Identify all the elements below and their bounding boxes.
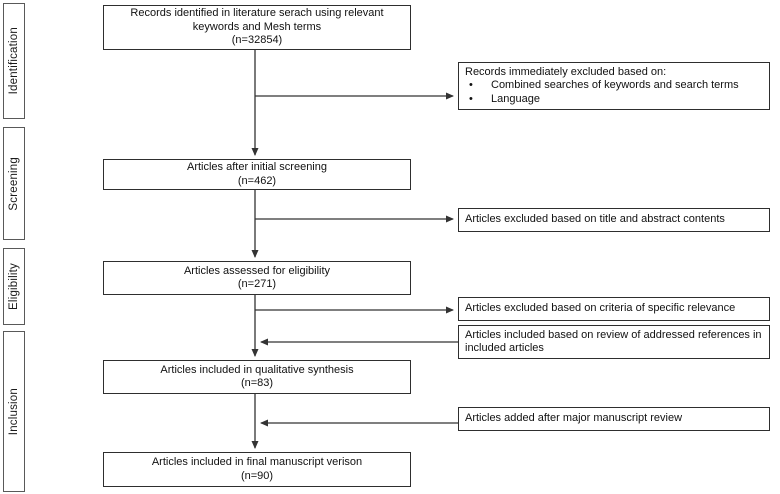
bullet-text: Combined searches of keywords and search… [491, 79, 739, 92]
box-qualitative-synthesis-text: Articles included in qualitative synthes… [160, 363, 354, 376]
box-qualitative-synthesis: Articles included in qualitative synthes… [103, 360, 411, 394]
sidebox-manuscript-review: Articles added after major manuscript re… [458, 407, 770, 431]
box-final-manuscript-text: Articles included in final manuscript ve… [151, 456, 363, 468]
sidebox-records-excluded-bullet-2: • Language [465, 93, 763, 107]
sidebox-addressed-references: Articles included based on review of add… [458, 325, 770, 359]
sidebox-title-abstract-excluded: Articles excluded based on title and abs… [458, 208, 770, 232]
box-final-manuscript: Articles included in final manuscript ve… [103, 452, 411, 487]
sidebox-addressed-references-text: Articles included based on review of add… [465, 328, 762, 355]
stage-inclusion-label: Inclusion [8, 387, 20, 436]
bullet-text: Language [491, 92, 540, 105]
sidebox-manuscript-review-text: Articles added after major manuscript re… [465, 412, 683, 425]
stage-eligibility-label: Eligibility [8, 263, 20, 310]
box-final-manuscript-count: (n=90) [240, 469, 274, 482]
box-assessed-eligibility-text: Articles assessed for eligibility [183, 264, 331, 277]
bullet-icon: • [469, 79, 473, 92]
sidebox-specific-relevance-excluded: Articles excluded based on criteria of s… [458, 297, 770, 321]
stage-identification: Identification [3, 3, 25, 119]
box-assessed-eligibility: Articles assessed for eligibility (n=271… [103, 261, 411, 295]
box-initial-screening-text: Articles after initial screening [186, 161, 327, 173]
box-records-identified-count: (n=32854) [231, 34, 283, 47]
stage-eligibility: Eligibility [3, 248, 25, 325]
box-initial-screening-count: (n=462) [237, 174, 277, 187]
sidebox-records-excluded: Records immediately excluded based on: •… [458, 62, 770, 110]
box-records-identified-text: Records identified in literature serach … [130, 7, 384, 33]
stage-screening-label: Screening [8, 156, 20, 211]
stage-inclusion: Inclusion [3, 331, 25, 492]
box-qualitative-synthesis-count: (n=83) [240, 377, 274, 389]
stage-identification-label: Identification [8, 27, 20, 95]
bullet-icon: • [469, 92, 473, 105]
box-records-identified: Records identified in literature serach … [103, 5, 411, 50]
stage-screening: Screening [3, 127, 25, 240]
box-assessed-eligibility-count: (n=271) [237, 278, 277, 290]
sidebox-records-excluded-bullet-1: • Combined searches of keywords and sear… [465, 79, 763, 93]
sidebox-records-excluded-title: Records immediately excluded based on: [465, 65, 667, 78]
box-initial-screening: Articles after initial screening (n=462) [103, 159, 411, 190]
sidebox-title-abstract-excluded-text: Articles excluded based on title and abs… [465, 213, 725, 226]
sidebox-specific-relevance-excluded-text: Articles excluded based on criteria of s… [465, 302, 736, 315]
